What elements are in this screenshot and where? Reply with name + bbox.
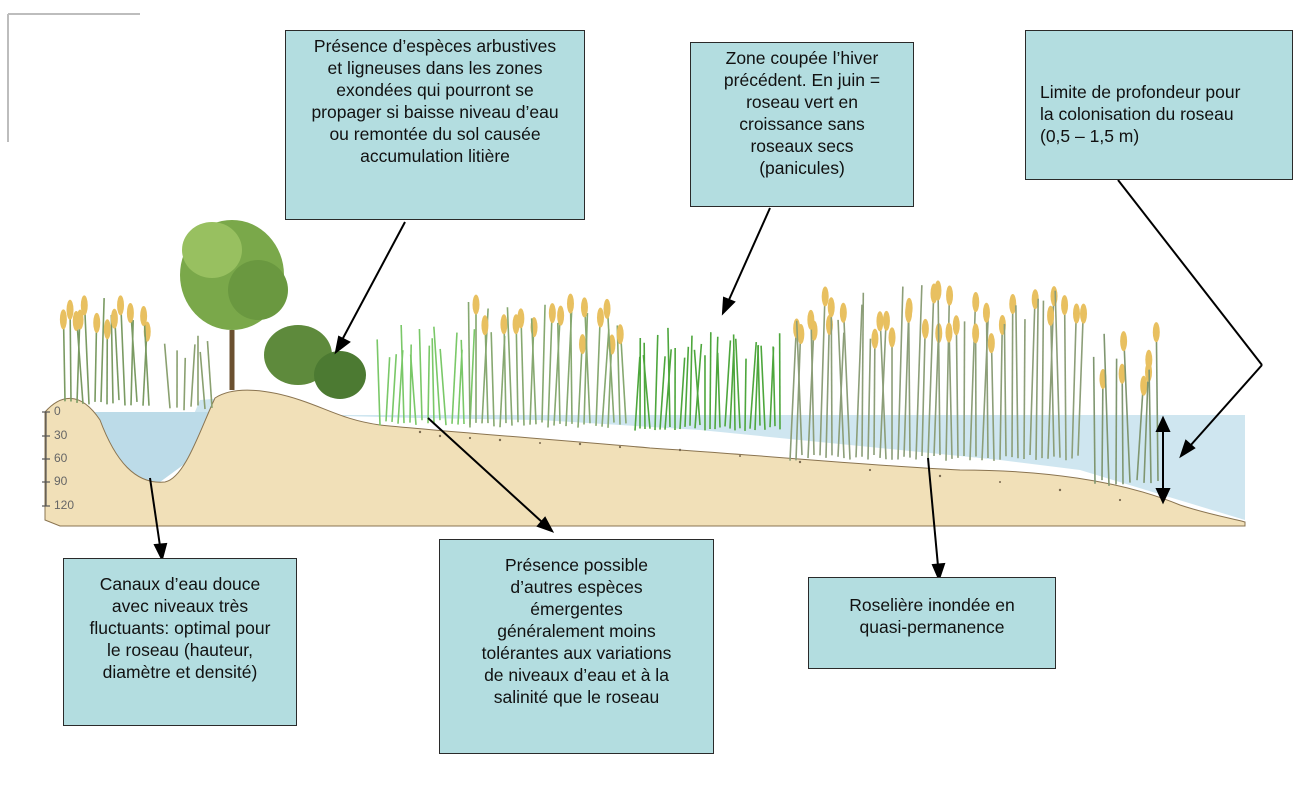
callout-woody-species: Présence d’espèces arbustives et ligneus…: [285, 30, 585, 220]
depth-label-30: 30: [54, 428, 67, 442]
callout-flooded-reedbed: Roselière inondée en quasi-permanence: [808, 577, 1056, 669]
callout-depth-limit: Limite de profondeur pour la colonisatio…: [1025, 30, 1293, 180]
callout-freshwater-canals: Canaux d’eau douce avec niveaux très flu…: [63, 558, 297, 726]
corner-bracket: [8, 14, 140, 142]
trees: [180, 220, 366, 399]
depth-label-0: 0: [54, 404, 61, 418]
callout-emergent-species: Présence possible d’autres espèces émerg…: [439, 539, 714, 754]
callout-cut-zone: Zone coupée l’hiver précédent. En juin =…: [690, 42, 914, 207]
depth-label-90: 90: [54, 474, 67, 488]
depth-label-120: 120: [54, 498, 74, 512]
depth-label-60: 60: [54, 451, 67, 465]
